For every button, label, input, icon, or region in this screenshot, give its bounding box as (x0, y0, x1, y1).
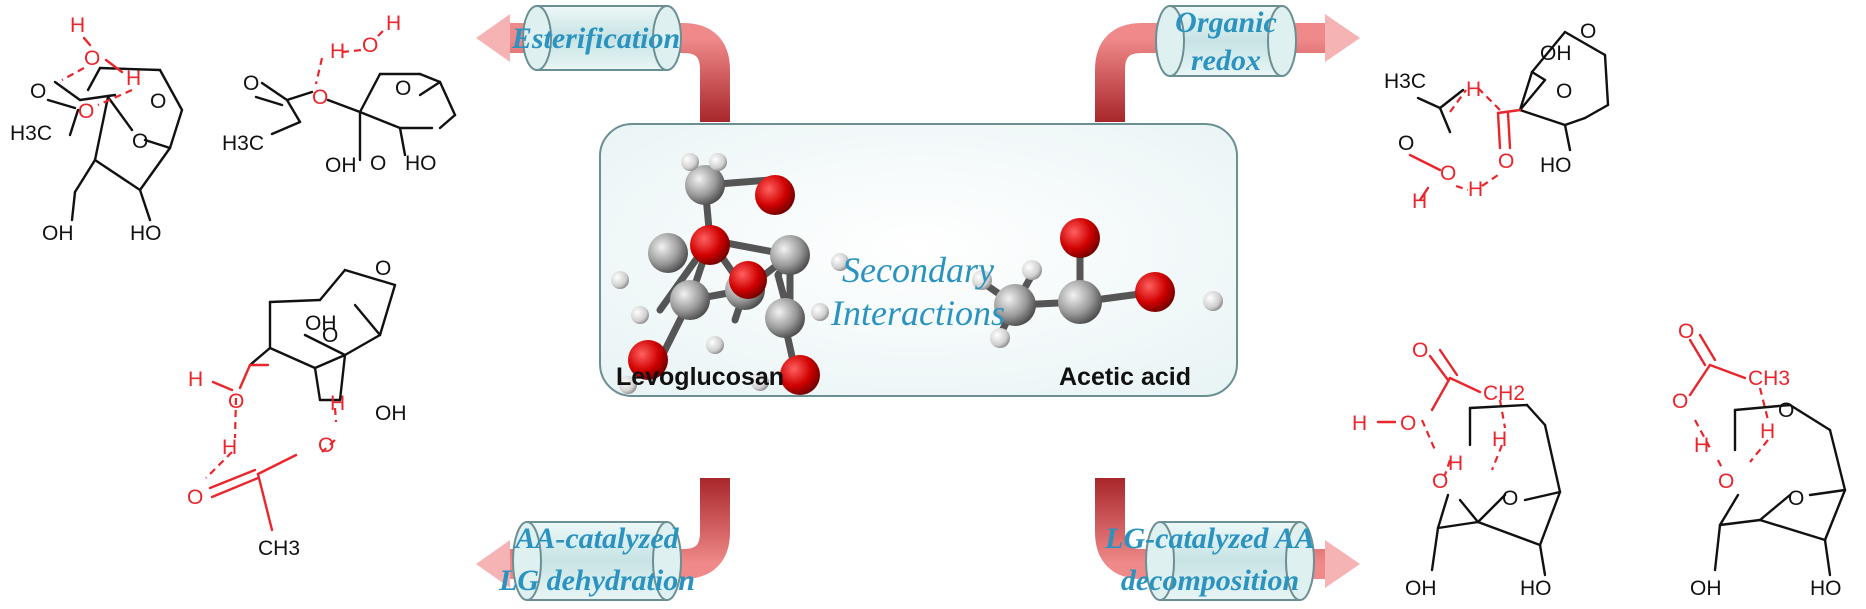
s1-water-h2: H (126, 67, 141, 90)
s3-hydroxyl-o: O (228, 390, 244, 413)
s2-o-1: O (362, 34, 378, 57)
s6-carbonyl-o: O (1678, 320, 1694, 343)
s2-h-1: H (330, 40, 345, 63)
s4-bridge-o: O (1556, 80, 1572, 103)
acetic-acid-3d-model (972, 218, 1223, 348)
s6-oh: OH (1690, 577, 1722, 600)
s4-oh: OH (1540, 42, 1572, 65)
s3-h-acid: H (222, 436, 237, 459)
structure-5: O CH2 H O H H O O OH HO (1352, 339, 1562, 600)
s2-ester-o: O (312, 86, 328, 109)
s1-oh-1: OH (42, 222, 74, 245)
center-title-line-1: Secondary (842, 250, 994, 290)
s6-ring-o: O (1778, 399, 1794, 422)
s4-redox-o: O (1498, 150, 1514, 173)
s3-oh-top: OH (305, 312, 337, 335)
aa-dehydration-label-1: AA-catalyzed (513, 522, 679, 555)
s2-ring-o: O (395, 77, 411, 100)
s5-ring-o-red: O (1432, 470, 1448, 493)
s6-h-methyl: H (1760, 420, 1775, 443)
s4-h-methyl: H (1466, 78, 1481, 101)
s6-h-acid: H (1694, 434, 1709, 457)
s2-bridge-o: O (370, 152, 386, 175)
secondary-interactions-box: Secondary Interactions Levoglucosan Acet… (599, 123, 1238, 397)
s3-bridge-o: O (322, 324, 338, 347)
s1-ester-o: O (78, 100, 94, 123)
lg-decomposition-label-2: decomposition (1121, 564, 1299, 597)
s3-oh-right: OH (375, 402, 407, 425)
s3-h-left: H (188, 368, 203, 391)
center-title-line-2: Interactions (830, 293, 1005, 333)
s4-h-bridge: H (1468, 178, 1483, 201)
s3-ring-o: O (375, 257, 391, 280)
s2-ho: HO (405, 152, 437, 175)
structure-4: H3C O OH O O HO H O O H H (1384, 20, 1610, 213)
s6-ch3: CH3 (1748, 367, 1790, 390)
lg-decomposition-cylinder (1145, 521, 1315, 601)
s5-h-ch2: H (1492, 428, 1507, 451)
s5-carbonyl-o: O (1412, 339, 1428, 362)
s4-acid-o: O (1440, 162, 1456, 185)
s6-bridge-o: O (1788, 487, 1804, 510)
aa-dehydration-arrow: AA-catalyzed LG dehydration (476, 478, 730, 601)
lg-decomposition-arrow: LG-catalyzed AA decomposition (1095, 478, 1360, 601)
s4-methyl: H3C (1384, 70, 1426, 93)
s4-ho: HO (1540, 154, 1572, 177)
s1-methyl: H3C (10, 122, 52, 145)
s5-acid-o: O (1400, 412, 1416, 435)
s5-h-ring: H (1448, 452, 1463, 475)
s3-acid-o-bottom: O (187, 486, 203, 509)
lg-decomposition-label-1: LG-catalyzed AA (1104, 522, 1315, 555)
levoglucosan-3d-model (611, 153, 849, 395)
s6-acid-o: O (1672, 390, 1688, 413)
structure-3: O O OH OH H O H H O O CH3 (187, 257, 407, 560)
s2-carbonyl-o: O (243, 72, 259, 95)
aa-dehydration-cylinder (512, 521, 682, 601)
s5-ho: HO (1520, 577, 1552, 600)
acetic-acid-label: Acetic acid (1059, 363, 1191, 391)
esterification-label: Esterification (511, 22, 680, 55)
s2-oh: OH (325, 154, 357, 177)
organic-redox-label-2: redox (1191, 44, 1261, 77)
s4-carbonyl-o: O (1398, 132, 1414, 155)
s2-h-2: H (386, 12, 401, 35)
s6-ho: HO (1810, 577, 1842, 600)
aa-dehydration-label-2: LG dehydration (498, 564, 695, 597)
structure-2: O H3C O O O OH HO H O H (222, 12, 457, 177)
s1-water-o: O (84, 47, 100, 70)
s1-water-h: H (70, 14, 85, 37)
s5-ch2: CH2 (1483, 382, 1525, 405)
s5-oh: OH (1405, 577, 1437, 600)
s1-ring-o: O (150, 90, 166, 113)
esterification-cylinder (522, 5, 682, 71)
s3-h-ring: H (330, 392, 345, 415)
organic-redox-arrow: Organic redox (1095, 5, 1360, 122)
s5-h-acid: H (1352, 412, 1367, 435)
s1-bridge-o: O (132, 130, 148, 153)
s1-carbonyl-o: O (30, 80, 46, 103)
s3-acid-o-top: O (318, 434, 334, 457)
s6-ring-o-red: O (1718, 470, 1734, 493)
s2-methyl: H3C (222, 132, 264, 155)
esterification-arrow: Esterification (476, 5, 730, 122)
s3-methyl: CH3 (258, 537, 300, 560)
structure-6: O CH3 O H H O O O OH HO (1672, 320, 1847, 600)
s5-bridge-o: O (1502, 487, 1518, 510)
organic-redox-cylinder (1155, 5, 1297, 77)
levoglucosan-label: Levoglucosan (616, 363, 784, 391)
s4-ring-o: O (1580, 20, 1596, 43)
s1-ho-1: HO (130, 222, 162, 245)
organic-redox-label-1: Organic (1175, 6, 1277, 39)
structure-1: O H3C O O O OH HO H O H (10, 14, 184, 245)
